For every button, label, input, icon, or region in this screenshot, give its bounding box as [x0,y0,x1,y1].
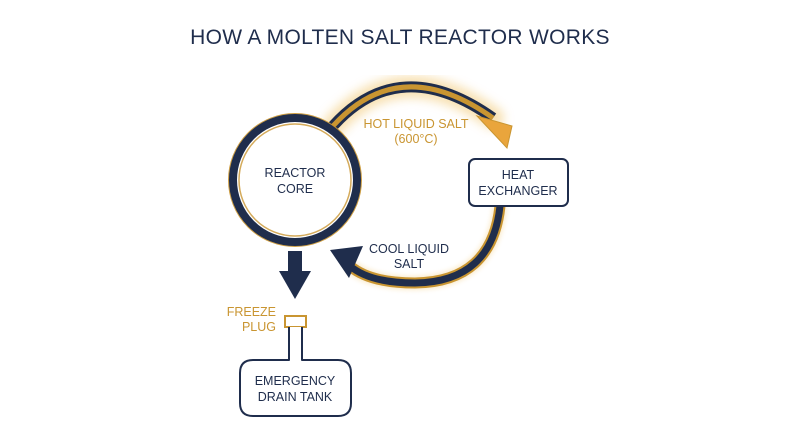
drain-down-arrow [279,251,311,299]
reactor-core-label-line1: REACTOR [265,166,326,180]
hot-salt-label: HOT LIQUID SALT (600°C) [363,117,468,146]
freeze-plug-label-line2: PLUG [242,320,276,334]
heat-exchanger-label-line2: EXCHANGER [478,184,557,198]
cool-salt-flow-arrow [330,205,507,291]
freeze-plug-label-line1: FREEZE [227,305,276,319]
heat-exchanger: HEAT EXCHANGER [468,158,569,207]
hot-salt-label-line2: (600°C) [394,132,437,146]
hot-salt-label-line1: HOT LIQUID SALT [363,117,468,131]
emergency-drain-tank: EMERGENCY DRAIN TANK [239,327,352,417]
drain-tank-label-line1: EMERGENCY [255,374,336,388]
hot-salt-flow-arrow [322,76,513,150]
cool-salt-label: COOL LIQUID SALT [369,242,449,271]
heat-exchanger-label-line1: HEAT [502,168,535,182]
cool-salt-label-line1: COOL LIQUID [369,242,449,256]
drain-tank-label-line2: DRAIN TANK [258,390,333,404]
reactor-core: REACTOR CORE [228,113,362,247]
cool-salt-label-line2: SALT [394,257,425,271]
freeze-plug: FREEZE PLUG [227,305,307,334]
diagram-title: HOW A MOLTEN SALT REACTOR WORKS [190,26,610,49]
reactor-core-label-line2: CORE [277,182,313,196]
